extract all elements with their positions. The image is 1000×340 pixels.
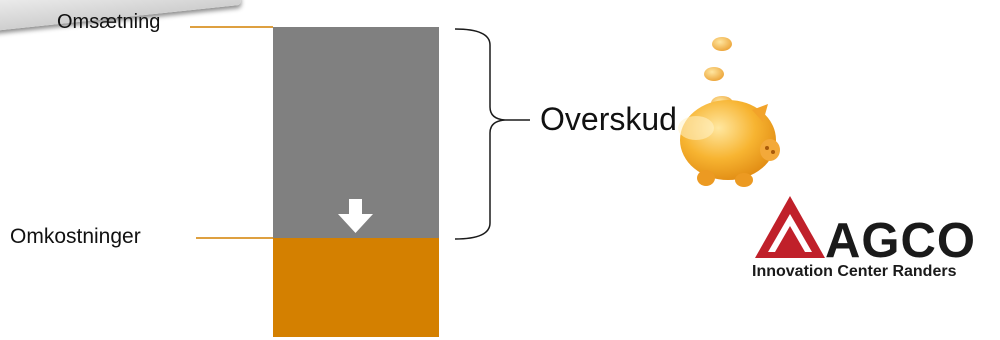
revenue-label: Omsætning [57, 11, 161, 33]
costs-bar [273, 238, 439, 337]
profit-label: Overskud [540, 101, 677, 137]
agco-brand-text: AGCO [825, 214, 976, 268]
down-arrow-icon [338, 199, 373, 233]
piggy-bank-icon [678, 37, 780, 187]
costs-label: Omkostninger [10, 225, 141, 248]
agco-logo-icon [755, 196, 825, 258]
curly-brace-icon [454, 28, 506, 240]
agco-subtitle: Innovation Center Randers [752, 263, 957, 280]
